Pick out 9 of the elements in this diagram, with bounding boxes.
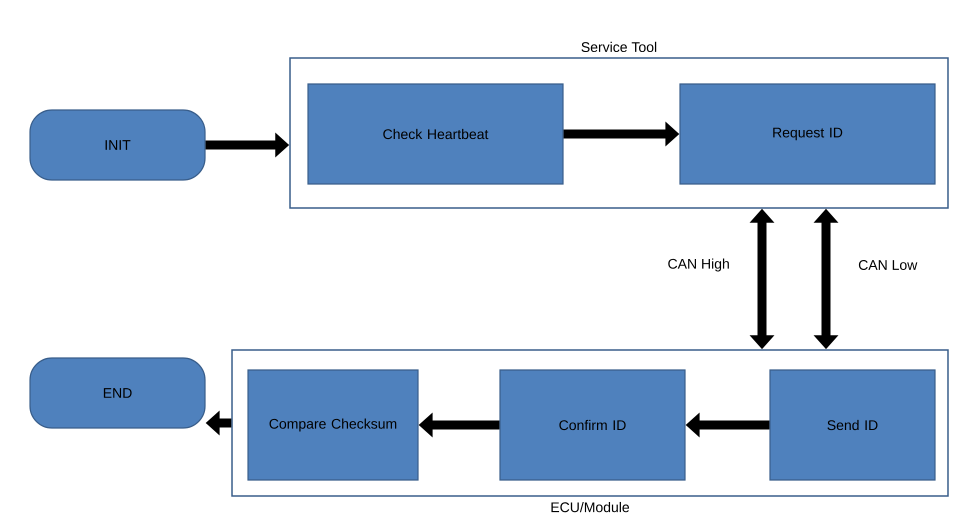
process-box: Send ID — [769, 369, 936, 481]
process-box: Confirm ID — [499, 369, 686, 481]
process-box: Check Heartbeat — [307, 83, 564, 185]
process-box: Compare Checksum — [247, 369, 419, 481]
process-box: Request ID — [679, 83, 936, 185]
edge-label: CAN Low — [858, 260, 918, 270]
node-label: ECU/Module — [551, 502, 630, 512]
node-label: Service Tool — [582, 42, 656, 52]
edge-label: CAN High — [668, 258, 729, 272]
